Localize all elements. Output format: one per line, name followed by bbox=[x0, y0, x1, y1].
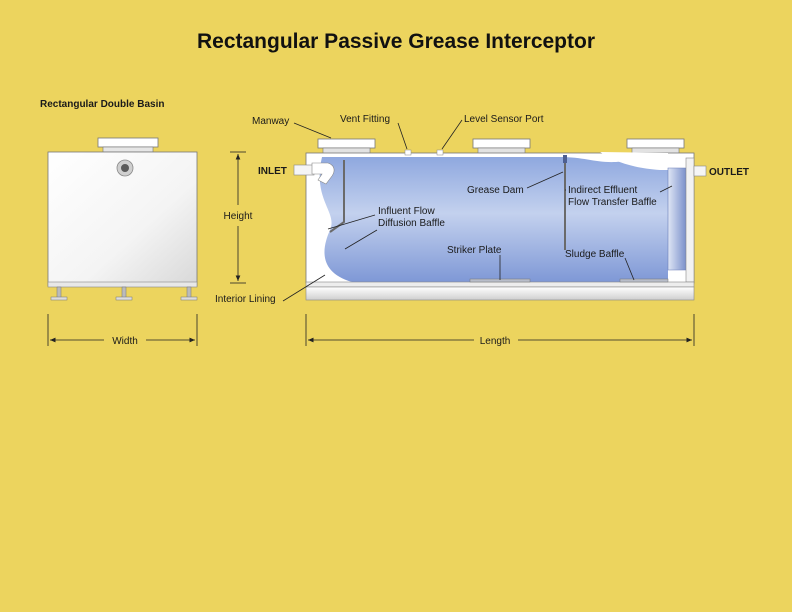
manway-middle bbox=[472, 138, 531, 155]
inlet-pipe bbox=[293, 162, 335, 185]
length-label: Length bbox=[480, 336, 511, 347]
manway-left bbox=[317, 138, 376, 155]
length-dimension: Length bbox=[305, 314, 695, 347]
page-title: Rectangular Passive Grease Interceptor bbox=[196, 30, 595, 53]
grease-dam-label: Grease Dam bbox=[467, 185, 524, 196]
side-leg bbox=[50, 286, 68, 301]
torn-edge bbox=[600, 152, 668, 170]
height-label: Height bbox=[224, 211, 253, 222]
sludge-baffle bbox=[619, 278, 669, 283]
indirect-effluent-label-1: Indirect Effluent bbox=[568, 185, 638, 196]
outlet-pipe bbox=[693, 165, 707, 177]
outlet-chamber bbox=[667, 167, 689, 271]
grease-dam-cap bbox=[563, 155, 567, 163]
influent-flow-label-1: Influent Flow bbox=[378, 206, 435, 217]
inlet-label: INLET bbox=[258, 166, 287, 177]
level-sensor-port bbox=[436, 149, 444, 156]
side-port-hole bbox=[121, 164, 129, 172]
main-view: Manway Vent Fitting Level Sensor Port IN… bbox=[215, 114, 749, 347]
tank-base bbox=[305, 286, 695, 301]
side-base-strip bbox=[47, 281, 198, 288]
width-dimension: Width bbox=[47, 314, 198, 347]
leader-lines bbox=[282, 119, 673, 302]
outlet-label: OUTLET bbox=[709, 167, 749, 178]
height-dimension: Height bbox=[224, 151, 253, 284]
striker-plate-label: Striker Plate bbox=[447, 245, 502, 256]
interior-lining-label: Interior Lining bbox=[215, 294, 276, 305]
side-leg bbox=[180, 286, 198, 301]
side-view-label: Rectangular Double Basin bbox=[40, 99, 164, 110]
level-sensor-port-label: Level Sensor Port bbox=[464, 114, 544, 125]
sludge-baffle-label: Sludge Baffle bbox=[565, 249, 625, 260]
vent-fitting bbox=[404, 149, 412, 156]
side-manway-neck bbox=[102, 146, 154, 153]
right-end-wall bbox=[685, 157, 695, 283]
tank-base-strip bbox=[305, 281, 695, 288]
width-label: Width bbox=[112, 336, 138, 347]
side-view: Rectangular Double Basin bbox=[40, 99, 253, 347]
manway-label: Manway bbox=[252, 116, 289, 127]
side-leg bbox=[115, 286, 133, 301]
side-manway-cap bbox=[97, 137, 159, 148]
water-cutaway bbox=[319, 157, 668, 282]
side-tank-body bbox=[47, 151, 198, 287]
influent-baffle bbox=[329, 160, 345, 233]
manway-right bbox=[626, 138, 685, 155]
influent-flow-label-2: Diffusion Baffle bbox=[378, 218, 445, 229]
vent-fitting-label: Vent Fitting bbox=[340, 114, 390, 125]
indirect-effluent-label-2: Flow Transfer Baffle bbox=[568, 197, 657, 208]
